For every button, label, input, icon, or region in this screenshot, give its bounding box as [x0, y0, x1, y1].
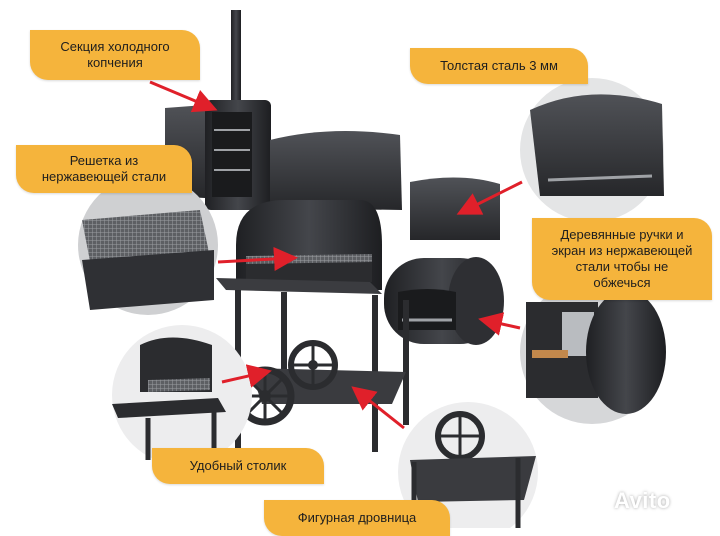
wheel-right: [288, 340, 338, 390]
shelf: [216, 278, 382, 294]
detail-circle-table: [112, 325, 252, 465]
detail-circle-steel: [520, 78, 664, 222]
chimney: [231, 10, 241, 105]
firebox-lid: [410, 177, 500, 240]
detail-circle-firewood: [398, 402, 538, 528]
callout-table: Удобный столик: [152, 448, 324, 484]
main-lid: [270, 131, 402, 210]
callout-wooden-handles: Деревянные ручки и экран из нержавеющей …: [532, 218, 712, 300]
detail-circle-grate: [78, 175, 218, 315]
callout-cold-smoke: Секция холодного копчения: [30, 30, 200, 80]
callout-thick-steel: Толстая сталь 3 мм: [410, 48, 588, 84]
callout-firewood: Фигурная дровница: [264, 500, 450, 536]
pointer-arrows: [149, 80, 523, 430]
firebox: [384, 257, 504, 345]
watermark: Avito: [614, 488, 671, 513]
cold-smoke-section: [165, 100, 271, 210]
callout-steel-grate: Решетка из нержавеющей стали: [16, 145, 192, 193]
main-chamber: [236, 200, 382, 290]
detail-circle-handle: [520, 280, 666, 424]
